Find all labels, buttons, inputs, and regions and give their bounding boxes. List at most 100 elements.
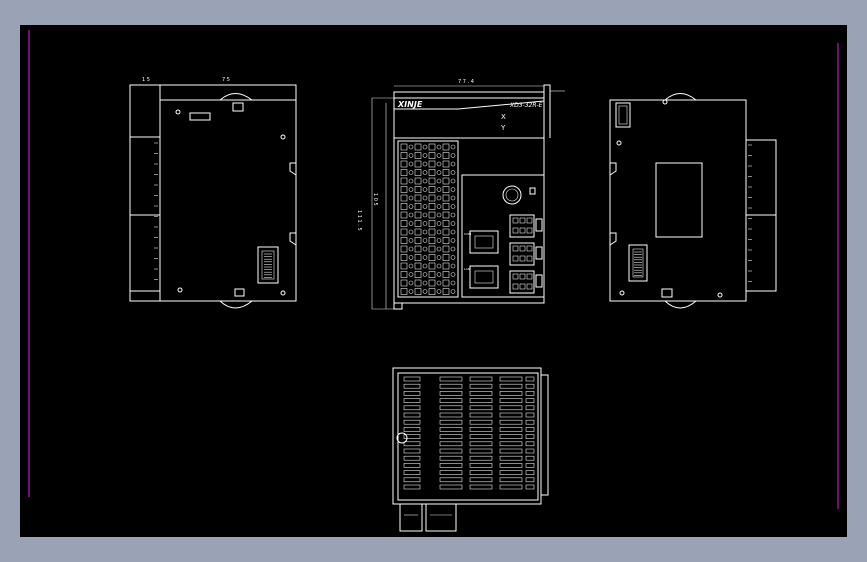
vent-slot [439, 376, 463, 382]
connector-screw [526, 283, 533, 290]
vent-slot [439, 412, 463, 418]
terminal-screw [414, 254, 422, 261]
vent-slot [469, 391, 493, 396]
vent-slot [439, 441, 463, 447]
terminal-screw [414, 220, 422, 227]
cad-viewport[interactable]: 1 5 7 5 XINJE XD3-32R-E X Y COM LAN [20, 25, 847, 537]
terminal-hole [422, 195, 428, 201]
terminal-hole [422, 289, 428, 294]
terminal-screw [442, 254, 450, 261]
terminal-hole [450, 204, 456, 209]
connector-screw [519, 217, 526, 224]
vent-slot [499, 463, 523, 468]
vent-slot [499, 427, 523, 432]
cad-drawing: 1 5 7 5 XINJE XD3-32R-E X Y COM LAN [28, 30, 839, 532]
terminal-screw [400, 279, 408, 287]
terminal-screw [400, 211, 408, 219]
terminal-hole [436, 187, 442, 192]
front-dim-height-outer: 1 1 1 . 5 [356, 210, 362, 231]
vent-slot [439, 477, 463, 483]
terminal-hole [408, 221, 414, 226]
terminal-hole [422, 272, 428, 277]
vent-slot [469, 441, 493, 447]
vent-slot [439, 448, 463, 454]
vent-slot [469, 470, 493, 475]
vent-slot [469, 448, 493, 454]
vent-slot [439, 419, 463, 425]
vent-slot [499, 376, 523, 382]
terminal-hole [422, 280, 428, 286]
left-dim-a: 1 5 [142, 77, 150, 83]
vent-slot [469, 419, 493, 425]
vent-slot [525, 470, 535, 475]
terminal-hole [450, 153, 456, 158]
connector-screw [512, 273, 519, 280]
vent-slot [499, 434, 523, 439]
vent-slot [403, 419, 421, 425]
vent-slot [525, 412, 535, 418]
connector-screw [526, 273, 533, 280]
pluggable-connector [509, 270, 535, 294]
terminal-hole [408, 255, 414, 260]
vent-slot [525, 455, 535, 461]
connector-screw [526, 217, 533, 224]
terminal-screw [442, 220, 450, 227]
terminal-screw [414, 160, 422, 168]
terminal-hole [408, 161, 414, 167]
terminal-screw [442, 186, 450, 193]
vent-slot [439, 427, 463, 432]
vent-slot [525, 427, 535, 432]
terminal-hole [422, 144, 428, 150]
bottom-view [392, 367, 549, 532]
left-dim-b: 7 5 [222, 77, 230, 83]
terminal-screw [414, 177, 422, 185]
terminal-hole [436, 263, 442, 269]
vent-slot [439, 398, 463, 403]
terminal-hole [450, 238, 456, 243]
connector-screw [526, 245, 533, 252]
terminal-screw [428, 228, 436, 236]
terminal-hole [436, 255, 442, 260]
terminal-screw [428, 177, 436, 185]
vent-slot [403, 477, 421, 483]
terminal-hole [436, 178, 442, 184]
terminal-screw [400, 143, 408, 151]
terminal-hole [436, 246, 442, 252]
terminal-hole [436, 212, 442, 218]
connector-screw [519, 273, 526, 280]
vent-slot [499, 391, 523, 396]
terminal-hole [422, 170, 428, 175]
vent-slot [439, 470, 463, 475]
connector-latch [535, 246, 543, 260]
connector-screw [519, 245, 526, 252]
vent-slot [499, 455, 523, 461]
vent-slot [499, 405, 523, 411]
terminal-hole [422, 221, 428, 226]
vent-slot [439, 391, 463, 396]
vent-slot [403, 398, 421, 403]
terminal-screw [428, 237, 436, 244]
terminal-screw [400, 288, 408, 295]
brand-logo-text: XINJE [397, 100, 423, 109]
vent-slot [403, 391, 421, 396]
vent-slot [403, 484, 421, 490]
terminal-hole [450, 280, 456, 286]
vent-slot [525, 463, 535, 468]
terminal-screw [414, 279, 422, 287]
terminal-hole [450, 255, 456, 260]
connector-screw [512, 227, 519, 234]
vent-slot [439, 383, 463, 389]
terminal-screw [428, 220, 436, 227]
terminal-screw [428, 186, 436, 193]
terminal-hole [408, 212, 414, 218]
terminal-screw [400, 186, 408, 193]
terminal-hole [450, 212, 456, 218]
terminal-screw [414, 237, 422, 244]
terminal-screw [428, 194, 436, 202]
terminal-hole [450, 144, 456, 150]
terminal-hole [436, 195, 442, 201]
terminal-hole [450, 289, 456, 294]
vent-slot [525, 441, 535, 447]
vent-slot [403, 441, 421, 447]
terminal-screw [400, 194, 408, 202]
